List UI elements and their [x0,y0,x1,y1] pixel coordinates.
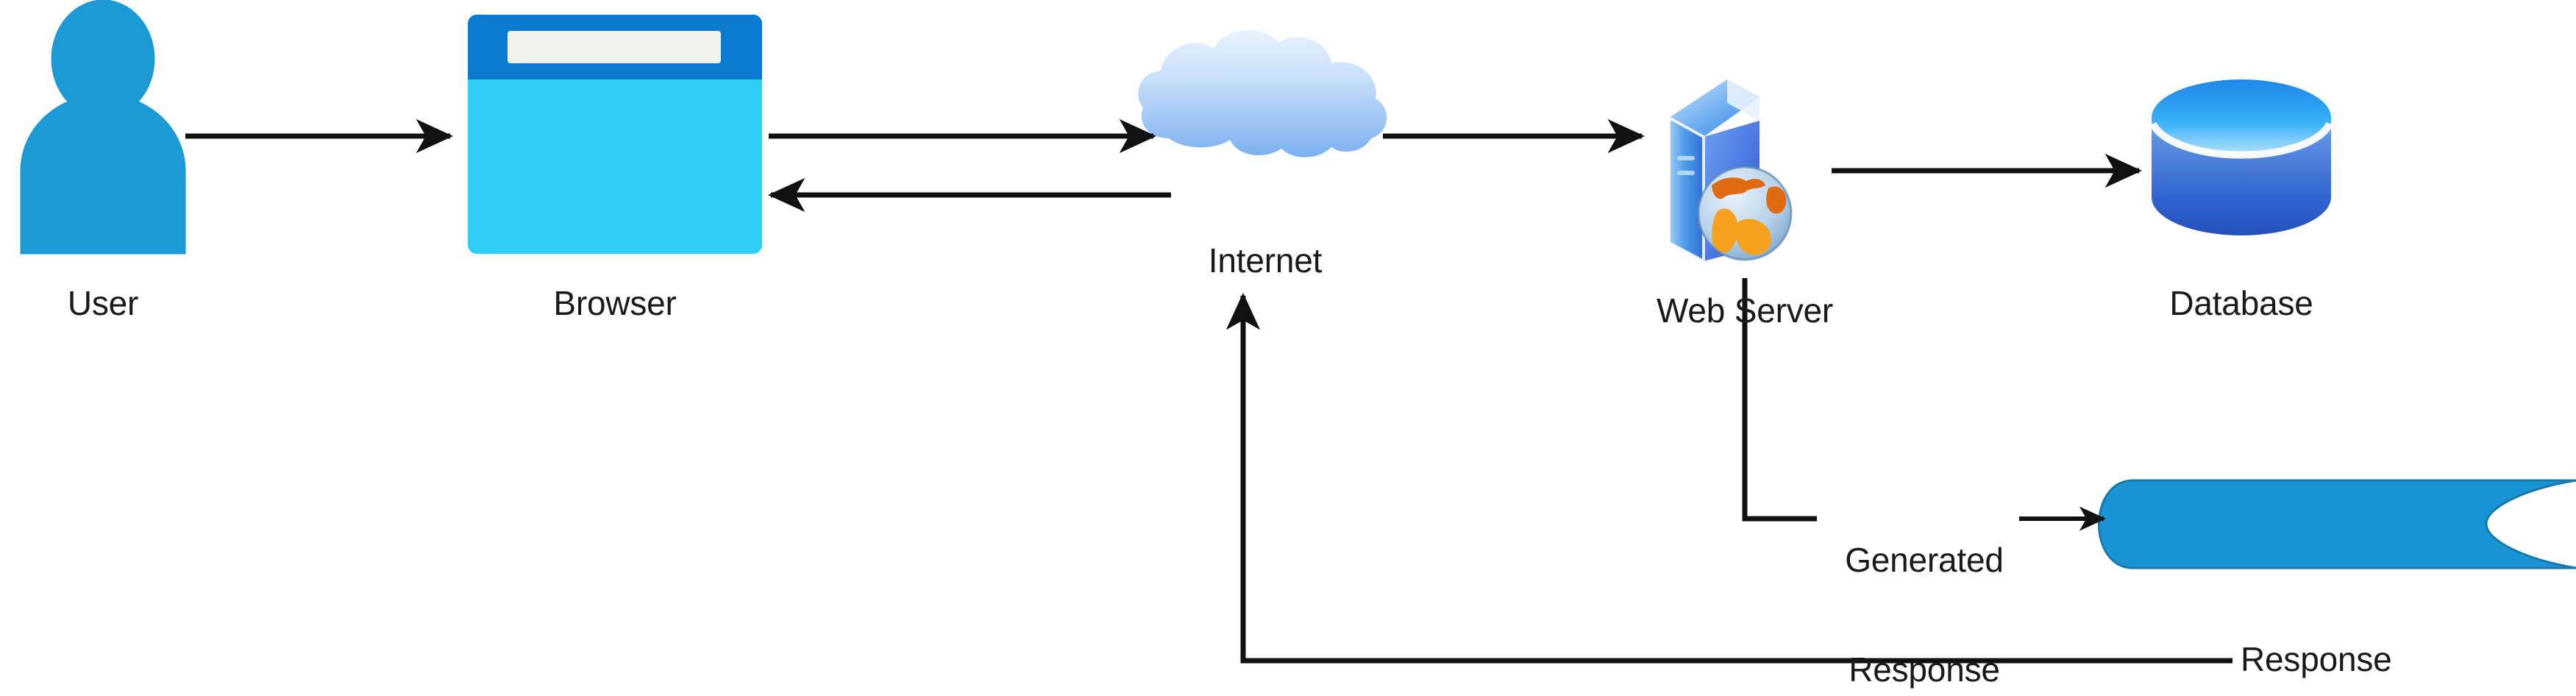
cloud-icon [1138,29,1387,157]
server-globe-icon [1668,79,1793,264]
browser-window-icon [468,15,762,254]
node-label-internet: Internet [1208,241,1323,280]
database-cylinder-icon [2149,79,2333,235]
user-person-icon [20,0,186,255]
connector-response-to-internet [1225,292,2232,664]
edge-label-generated-response-line2: Response [1849,650,2000,689]
response-data-shape-icon [2098,479,2576,569]
node-label-browser: Browser [553,284,677,322]
edge-label-response: Response [2241,640,2392,678]
node-label-database: Database [2169,284,2313,322]
connector-web-server-to-generated-response [1742,278,2106,531]
edge-label-generated-response: Generated Response [1814,469,2035,696]
node-label-user: User [67,284,139,322]
edge-label-generated-response-line1: Generated [1845,541,2004,580]
node-label-web-server: Web Server [1656,291,1834,330]
